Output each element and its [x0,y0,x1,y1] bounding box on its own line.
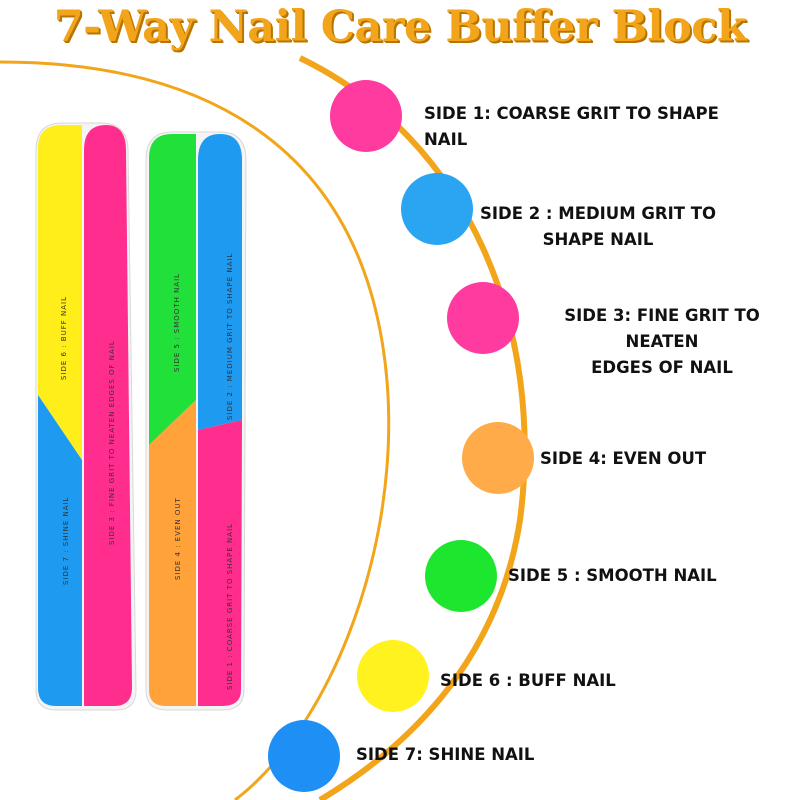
left-stick-side6-text: SIDE 6 : BUFF NAIL [60,296,68,380]
side3-dot [447,282,519,354]
left-stick-pink-face [84,125,132,706]
page-title: 7-Way Nail Care Buffer Block [53,2,747,52]
left-stick-side3-text: SIDE 3 : FINE GRIT TO NEATEN EDGES OF NA… [108,340,116,545]
side2-dot [401,173,473,245]
left-stick-blue-face [38,395,82,706]
side5-dot [425,540,497,612]
side7-dot [268,720,340,792]
side4-dot [462,422,534,494]
left-stick-side7-text: SIDE 7 : SHINE NAIL [62,497,70,585]
side4-label: SIDE 4: EVEN OUT [540,449,707,468]
side7-label: SIDE 7: SHINE NAIL [356,745,535,764]
side6-label: SIDE 6 : BUFF NAIL [440,671,616,690]
thin-arc [0,60,391,800]
right-stick-side4-text: SIDE 4 : EVEN OUT [174,497,182,580]
side1-label: SIDE 1: COARSE GRIT TO SHAPE NAIL [424,104,719,149]
side6-dot [357,640,429,712]
left-buffer-stick: SIDE 6 : BUFF NAIL SIDE 7 : SHINE NAIL S… [35,122,137,711]
right-stick-side2-text: SIDE 2 : MEDIUM GRIT TO SHAPE NAIL [226,253,234,420]
side3-label: SIDE 3: FINE GRIT TO NEATEN EDGES OF NAI… [564,306,760,377]
right-stick-green-face [149,134,196,445]
right-stick-pink-face [198,420,242,706]
right-stick-blue-face [198,134,242,430]
right-buffer-stick: SIDE 5 : SMOOTH NAIL SIDE 4 : EVEN OUT S… [145,131,247,711]
side2-label: SIDE 2 : MEDIUM GRIT TO SHAPE NAIL [479,204,717,249]
left-stick-yellow-face [38,125,82,460]
thick-arc [298,55,528,800]
side5-label: SIDE 5 : SMOOTH NAIL [508,566,717,585]
right-stick-side1-text: SIDE 1 : COARSE GRIT TO SHAPE NAIL [226,523,234,690]
right-stick-side5-text: SIDE 5 : SMOOTH NAIL [173,273,181,372]
side1-dot [330,80,402,152]
right-stick-orange-face [149,400,196,706]
